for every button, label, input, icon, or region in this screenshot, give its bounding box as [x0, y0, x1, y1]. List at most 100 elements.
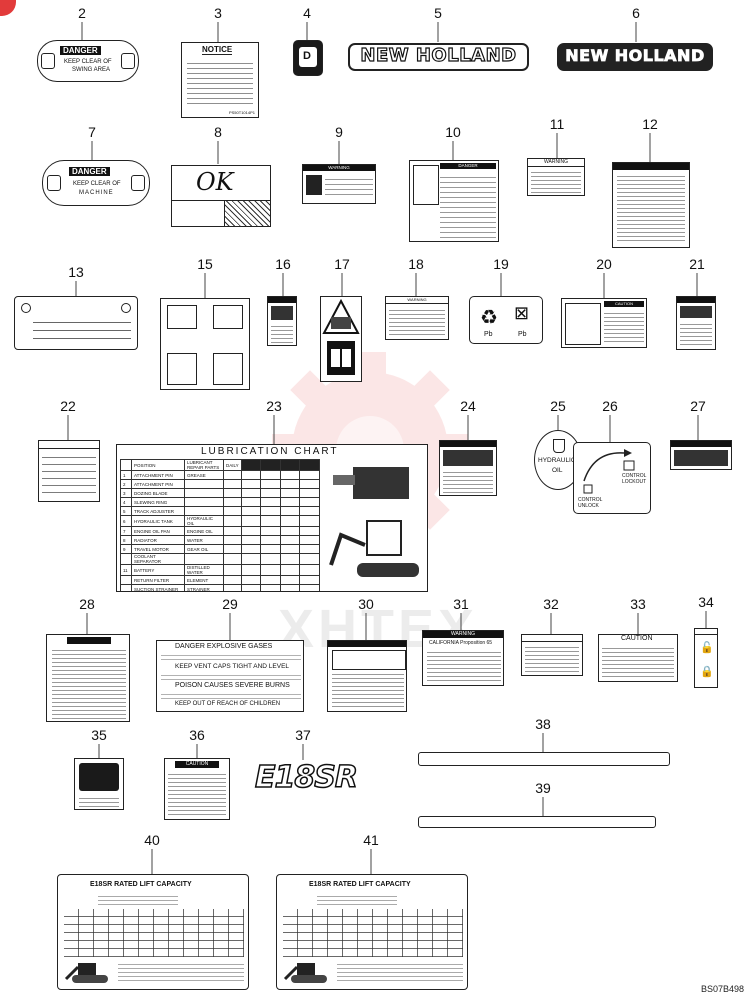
notice-body-text: [187, 59, 253, 105]
lub-cell-lub: HYDRAULIC OIL: [184, 515, 224, 527]
lever-diagram-icon: [213, 353, 243, 385]
oil-label: OIL: [552, 467, 563, 474]
lever-diagram-icon: [167, 305, 197, 329]
col-position: POSITION: [131, 459, 185, 471]
lub-cell-n: 2: [120, 479, 132, 489]
lub-cell-n: 6: [120, 515, 132, 527]
interval-cell: [299, 584, 320, 591]
interval-cell: [240, 526, 262, 536]
callout-13: 13: [68, 264, 84, 280]
callout-10: 10: [445, 124, 461, 140]
label-warning-11: WARNING: [527, 158, 585, 196]
warning-header: WARNING: [386, 297, 448, 304]
callout-33: 33: [630, 596, 646, 612]
caution-header: CAUTION: [621, 635, 653, 642]
interval-cell: [260, 544, 281, 554]
lubrication-chart-title: LUBRICATION CHART: [201, 446, 339, 457]
hazard-pictogram: [413, 165, 439, 205]
interval-cell: [240, 584, 262, 591]
lub-cell-n: 4: [120, 497, 132, 507]
label-warning-24: [439, 440, 497, 496]
callout-29: 29: [222, 596, 238, 612]
diesel-letter: D: [303, 50, 311, 62]
prop65-sub: CALIFORNIA Proposition 65: [429, 640, 493, 646]
interval-cell: [299, 497, 320, 507]
label-ok-inspection: OK: [171, 165, 271, 227]
interval-cell: [223, 553, 242, 565]
callout-15: 15: [197, 256, 213, 272]
callout-27: 27: [690, 398, 706, 414]
lub-cell-lub: WATER: [184, 535, 224, 545]
pb-label: Pb: [518, 331, 527, 338]
interval-cell: [299, 526, 320, 536]
label-read-manual: [320, 296, 362, 382]
label-danger-machine: DANGER KEEP CLEAR OF MACHINE: [42, 160, 150, 206]
interval-cell: [223, 584, 242, 591]
callout-2: 2: [78, 5, 86, 21]
label-lift-capacity-40: E18SR RATED LIFT CAPACITY: [57, 874, 249, 990]
label-caution-36: CAUTION: [164, 758, 230, 820]
interval-cell: [240, 544, 262, 554]
lub-cell-pos: TRACK ADJUSTER: [131, 506, 185, 516]
callout-19: 19: [493, 256, 509, 272]
interval-cell: [223, 535, 242, 545]
interval-cell: [223, 506, 242, 516]
interval-cell: [240, 553, 262, 565]
callout-4: 4: [303, 5, 311, 21]
interval-cell: [260, 506, 281, 516]
model-badge-e18sr: E18SR: [254, 759, 358, 796]
callout-25: 25: [550, 398, 566, 414]
interval-cell: [299, 470, 320, 480]
interval-cell: [260, 564, 281, 576]
interval-cell: [299, 553, 320, 565]
label-caution-20: CAUTION: [561, 298, 647, 348]
danger-header: DANGER: [60, 46, 101, 55]
callout-36: 36: [189, 727, 205, 743]
callout-7: 7: [88, 124, 96, 140]
lub-cell-pos: COOLANT SEPARATOR: [131, 553, 185, 565]
callout-34: 34: [698, 594, 714, 610]
explosive-line3: POISON CAUSES SEVERE BURNS: [175, 682, 290, 689]
lift-capacity-table: [283, 909, 463, 957]
label-danger-10: DANGER: [409, 160, 499, 242]
interval-cell: [279, 470, 301, 480]
interval-cell: [260, 526, 281, 536]
callout-23: 23: [266, 398, 282, 414]
interval-cell: [279, 544, 301, 554]
interval-cell: [299, 488, 320, 498]
callout-41: 41: [363, 832, 379, 848]
label-fill-info: [38, 440, 100, 502]
interval-cell: [240, 535, 262, 545]
interval-cell: [279, 575, 301, 585]
drawing-reference: BS07B498: [700, 984, 744, 994]
interval-cell: [260, 575, 281, 585]
warning-triangle-icon: [322, 298, 360, 375]
label-lubrication-chart: LUBRICATION CHART POSITION LUBRICANT REP…: [116, 444, 428, 592]
hazard-pictogram: [443, 450, 493, 466]
warning-header: WARNING: [303, 165, 375, 171]
callout-3: 3: [214, 5, 222, 21]
interval-cell: [260, 584, 281, 591]
info-rows: [42, 451, 96, 499]
interval-cell: [260, 515, 281, 527]
machine-icon: [131, 175, 145, 191]
lub-cell-lub: ELEMENT: [184, 575, 224, 585]
lub-cell-n: 9: [120, 544, 132, 554]
unlock-icon: 🔓: [700, 642, 714, 654]
lub-cell-lub: [184, 479, 224, 489]
label-ca-prop65: WARNING CALIFORNIA Proposition 65: [422, 630, 504, 686]
lift-capacity-title: E18SR RATED LIFT CAPACITY: [309, 881, 411, 888]
hazard-pictogram: [680, 306, 712, 318]
label-fuel-diesel: D: [293, 40, 323, 76]
caution-header: CAUTION: [175, 761, 219, 768]
lub-cell-pos: ENGINE OIL PAN: [131, 526, 185, 536]
hazard-pictogram: [306, 175, 322, 195]
